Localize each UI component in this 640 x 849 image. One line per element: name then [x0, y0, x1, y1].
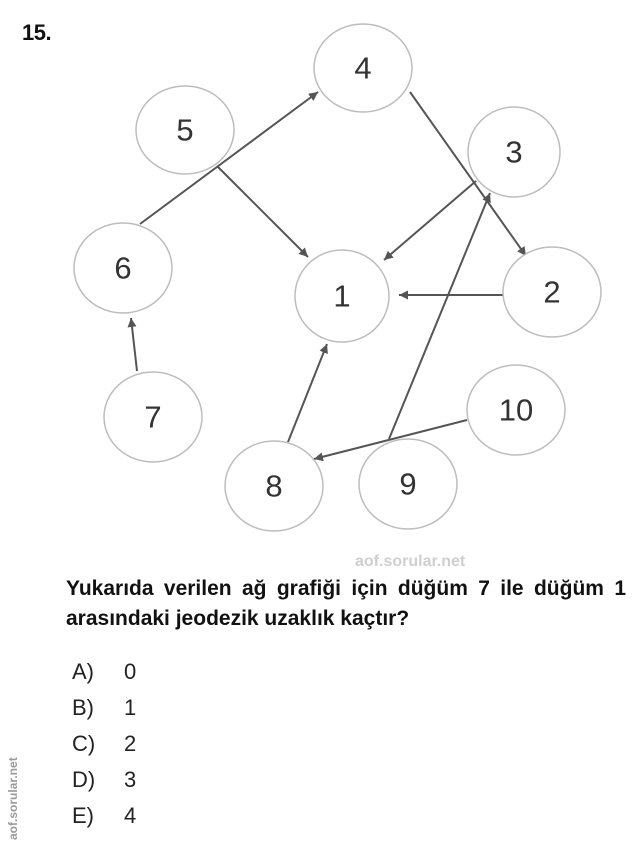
option-value: 2: [124, 731, 137, 756]
node-1: 1: [294, 249, 390, 343]
node-circle: [294, 249, 390, 343]
option-b[interactable]: B) 1: [72, 690, 136, 726]
node-circle: [467, 106, 561, 198]
option-c[interactable]: C) 2: [72, 726, 136, 762]
edge-3-to-1: [383, 180, 477, 261]
node-6: 6: [73, 222, 173, 314]
answer-options: A) 0 B) 1 C) 2 D) 3 E) 4: [72, 654, 136, 834]
node-circle: [502, 246, 602, 338]
edge-4-to-2: [409, 91, 527, 257]
edge-7-to-6: [127, 317, 138, 372]
watermark: aof.sorular.net: [355, 553, 466, 570]
node-circle: [358, 438, 458, 530]
node-label: 8: [265, 469, 282, 504]
node-label: 4: [354, 51, 371, 86]
node-3: 3: [467, 106, 561, 198]
edge-6-to-4: [139, 91, 319, 225]
option-letter: A): [72, 659, 94, 684]
edge-10-to-8: [313, 419, 468, 462]
option-e[interactable]: E) 4: [72, 798, 136, 834]
node-label: 3: [505, 135, 522, 170]
option-letter: E): [72, 803, 94, 828]
node-5: 5: [135, 85, 235, 175]
option-value: 4: [124, 803, 137, 828]
node-label: 6: [114, 251, 131, 286]
node-label: 9: [399, 467, 416, 502]
node-label: 5: [176, 113, 193, 148]
edge-8-to-1: [287, 343, 328, 443]
node-circle: [103, 371, 203, 463]
node-10: 10: [466, 364, 566, 456]
nodes-layer: 1 2 3 4 5 6 7 8 9 10: [73, 23, 602, 532]
node-label: 10: [499, 393, 533, 428]
option-value: 3: [124, 767, 137, 792]
edge-5-to-1: [217, 166, 309, 258]
node-label: 2: [543, 275, 560, 310]
option-d[interactable]: D) 3: [72, 762, 136, 798]
question-number: 15.: [22, 20, 52, 45]
node-circle: [224, 440, 324, 532]
option-value: 0: [124, 659, 137, 684]
node-label: 1: [333, 279, 350, 314]
node-circle: [313, 23, 413, 113]
node-7: 7: [103, 371, 203, 463]
side-watermark: aof.sorular.net: [6, 757, 20, 840]
option-letter: D): [72, 767, 96, 792]
node-circle: [135, 85, 235, 175]
option-a[interactable]: A) 0: [72, 654, 136, 690]
option-letter: B): [72, 695, 94, 720]
network-graph: 1 2 3 4 5 6 7 8 9 10: [73, 23, 602, 532]
node-circle: [73, 222, 173, 314]
node-4: 4: [313, 23, 413, 113]
option-value: 1: [124, 695, 137, 720]
edge-9-to-3: [388, 192, 491, 440]
node-label: 7: [144, 400, 161, 435]
node-9: 9: [358, 438, 458, 530]
question-text: Yukarıda verilen ağ grafiği için düğüm 7…: [66, 577, 626, 630]
node-circle: [466, 364, 566, 456]
edges-layer: [127, 91, 527, 462]
node-2: 2: [502, 246, 602, 338]
node-8: 8: [224, 440, 324, 532]
option-letter: C): [72, 731, 96, 756]
